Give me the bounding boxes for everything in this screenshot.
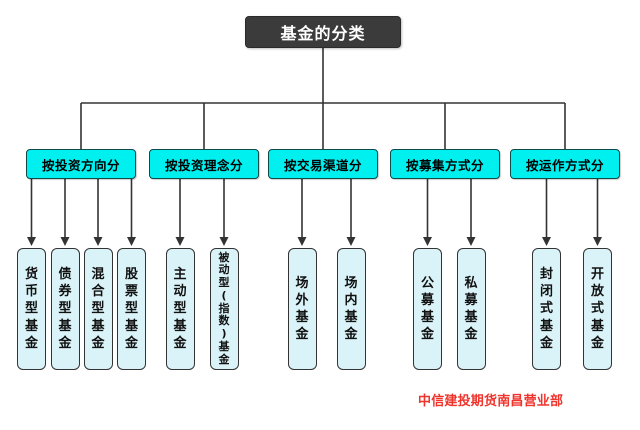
branch-fundraising-method: 按募集方式分	[390, 149, 500, 179]
leaf-public-fund: 公募基金	[413, 248, 442, 370]
leaf-bond-fund: 债券型基金	[50, 248, 80, 370]
leaf-active-fund: 主动型基金	[165, 248, 195, 370]
leaf-closed-end-fund: 封闭式基金	[532, 248, 561, 370]
leaf-otc-fund: 场外基金	[287, 248, 317, 370]
watermark-text: 中信建投期货南昌营业部	[418, 394, 564, 409]
branch-trading-channel: 按交易渠道分	[268, 149, 378, 179]
leaf-open-end-fund: 开放式基金	[583, 248, 612, 370]
leaf-currency-fund: 货币型基金	[17, 248, 46, 370]
leaf-passive-index-fund: 被动型(指数)基金	[209, 248, 239, 370]
leaf-stock-fund: 股票型基金	[117, 248, 146, 370]
root-node-fund-classification: 基金的分类	[245, 16, 401, 48]
arrow-heads	[27, 237, 602, 246]
leaf-hybrid-fund: 混合型基金	[83, 248, 113, 370]
branch-operation-method: 按运作方式分	[510, 149, 620, 179]
arrow-lines	[30, 179, 599, 238]
leaf-exchange-fund: 场内基金	[336, 248, 366, 370]
leaf-private-fund: 私募基金	[456, 248, 486, 370]
branch-investment-direction: 按投资方向分	[26, 149, 136, 179]
branch-investment-philosophy: 按投资理念分	[149, 149, 259, 179]
